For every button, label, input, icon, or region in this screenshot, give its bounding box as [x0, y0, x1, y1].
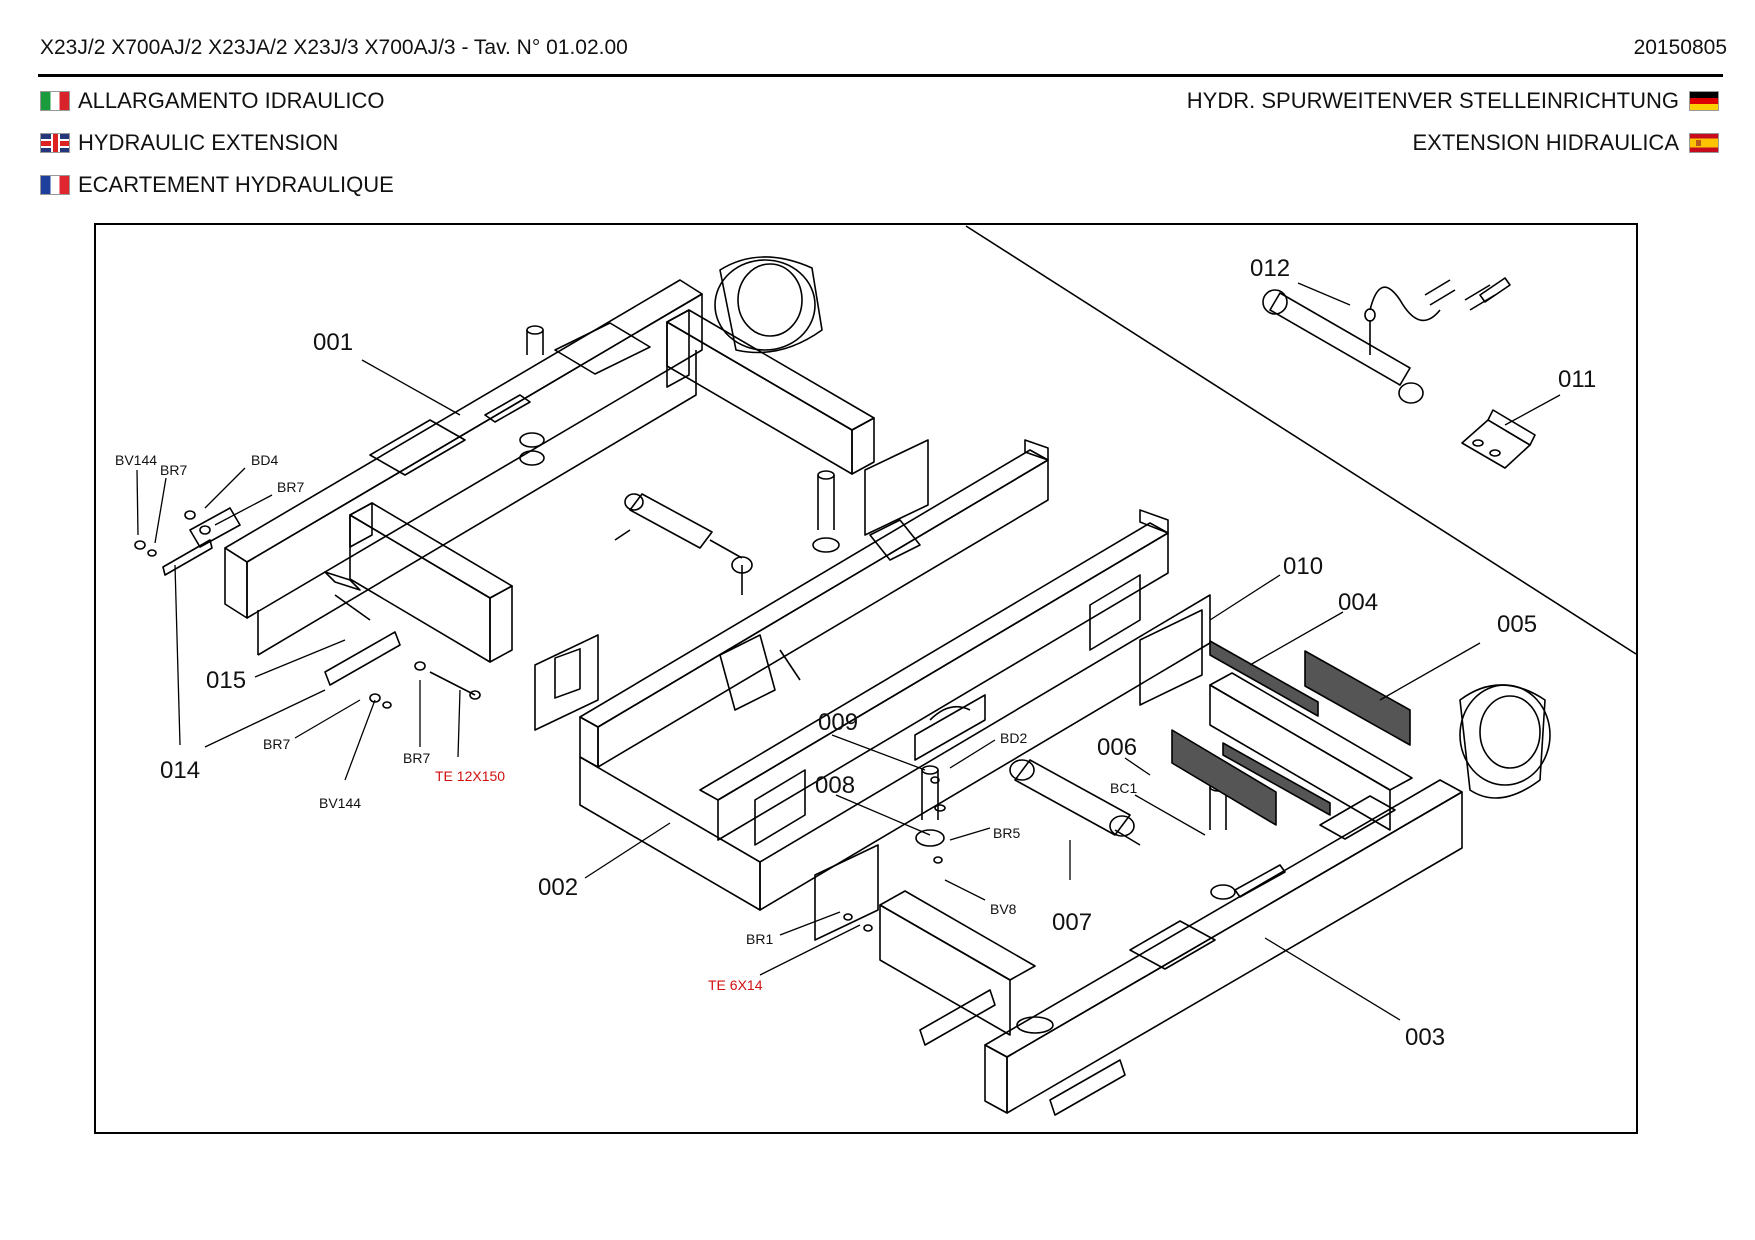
callout-002: 002 [538, 874, 578, 901]
hydraulic-cylinder-007-drawing [1009, 759, 1141, 846]
label-bv144-upper: BV144 [115, 452, 157, 468]
callout-011: 011 [1558, 366, 1596, 393]
label-br5: BR5 [993, 825, 1020, 841]
callout-012: 012 [1250, 255, 1290, 282]
header-divider [38, 74, 1723, 77]
italy-flag-icon [40, 91, 70, 111]
label-te6x14: TE 6X14 [708, 977, 763, 993]
label-bd4: BD4 [251, 452, 278, 468]
callout-014: 014 [160, 757, 200, 784]
callout-006: 006 [1097, 734, 1137, 761]
label-te12x150: TE 12X150 [435, 768, 505, 784]
title-italian: ALLARGAMENTO IDRAULICO [40, 88, 384, 114]
title-german: HYDR. SPURWEITENVER STELLEINRICHTUNG [1187, 88, 1719, 114]
spain-flag-icon [1689, 133, 1719, 153]
hydraulic-cylinder-upper-drawing [614, 493, 753, 595]
callout-leaders [136, 282, 1561, 1021]
wear-pads-drawing [1171, 640, 1411, 826]
callout-010: 010 [1283, 553, 1323, 580]
france-flag-icon [40, 175, 70, 195]
title-english: HYDRAULIC EXTENSION [40, 130, 338, 156]
uk-flag-icon [40, 133, 70, 153]
label-br7-upper-a: BR7 [160, 462, 187, 478]
label-br7-lower-a: BR7 [263, 736, 290, 752]
callout-009: 009 [818, 709, 858, 736]
callout-005: 005 [1497, 611, 1537, 638]
callout-008: 008 [815, 772, 855, 799]
accessory-divider [965, 225, 1637, 655]
part-011-block-drawing [1461, 409, 1536, 469]
callout-001: 001 [313, 329, 353, 356]
label-bc1: BC1 [1110, 780, 1137, 796]
title-french: ECARTEMENT HYDRAULIQUE [40, 172, 394, 198]
part-003-frame-drawing [879, 672, 1551, 1116]
part-002-frame-drawing [579, 439, 1211, 911]
title-spanish: EXTENSION HIDRAULICA [1412, 130, 1719, 156]
label-bd2: BD2 [1000, 730, 1027, 746]
germany-flag-icon [1689, 91, 1719, 111]
part-001-frame-drawing [224, 256, 875, 663]
title-french-text: ECARTEMENT HYDRAULIQUE [78, 172, 394, 197]
title-italian-text: ALLARGAMENTO IDRAULICO [78, 88, 385, 113]
page-title: X23J/2 X700AJ/2 X23JA/2 X23J/3 X700AJ/3 … [40, 36, 628, 59]
title-english-text: HYDRAULIC EXTENSION [78, 130, 339, 155]
callout-015: 015 [206, 667, 246, 694]
part-012-cylinder-drawing [1262, 277, 1511, 404]
label-br1: BR1 [746, 931, 773, 947]
document-date: 20150805 [1633, 36, 1727, 59]
title-spanish-text: EXTENSION HIDRAULICA [1412, 130, 1680, 155]
label-br7-lower-b: BR7 [403, 750, 430, 766]
callout-007: 007 [1052, 909, 1092, 936]
label-bv144-lower: BV144 [319, 795, 361, 811]
pins-and-plates-drawing [134, 470, 1236, 932]
callout-004: 004 [1338, 589, 1378, 616]
label-bv8: BV8 [990, 901, 1017, 917]
callout-003: 003 [1405, 1024, 1445, 1051]
cover-plates-drawing [534, 439, 1203, 941]
label-br7-upper-b: BR7 [277, 479, 304, 495]
drawing-frame [94, 223, 1638, 1134]
title-german-text: HYDR. SPURWEITENVER STELLEINRICHTUNG [1186, 88, 1679, 113]
